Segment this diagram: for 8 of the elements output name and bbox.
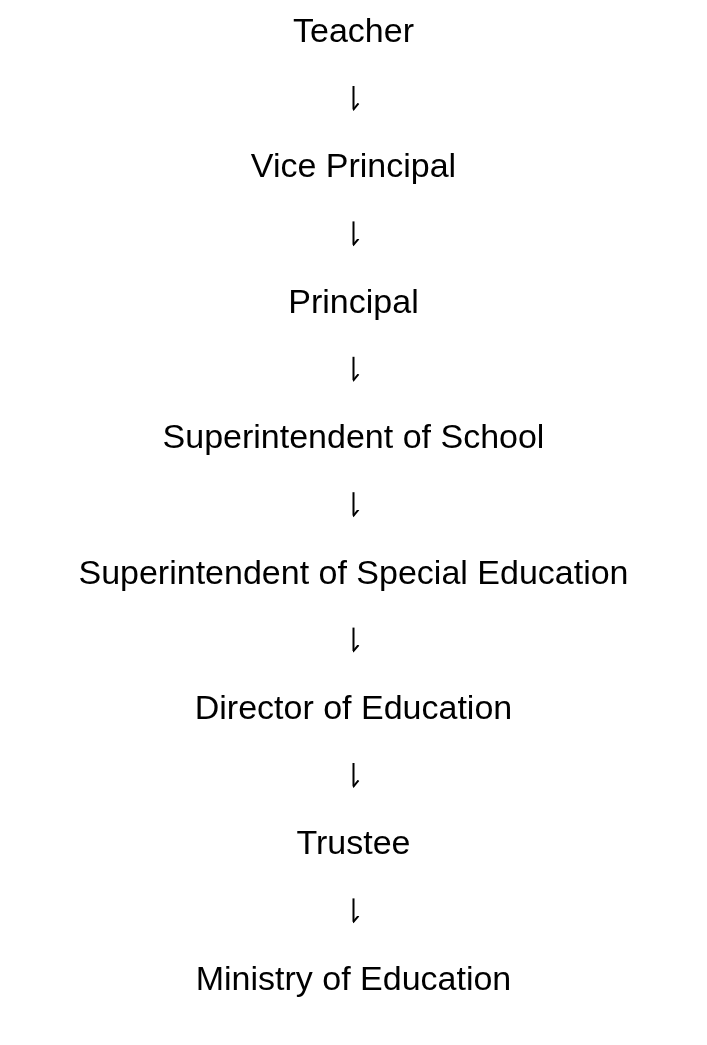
role-label: Superintendent of Special Education	[78, 551, 629, 592]
role-label: Director of Education	[194, 687, 513, 727]
role-label: Ministry of Education	[195, 957, 512, 998]
role-label: Superintendent of School	[162, 416, 545, 457]
role-label: Trustee	[296, 822, 411, 863]
role-label: Principal	[288, 280, 419, 321]
role-label: Teacher	[293, 10, 414, 50]
role-label: Vice Principal	[250, 145, 457, 186]
